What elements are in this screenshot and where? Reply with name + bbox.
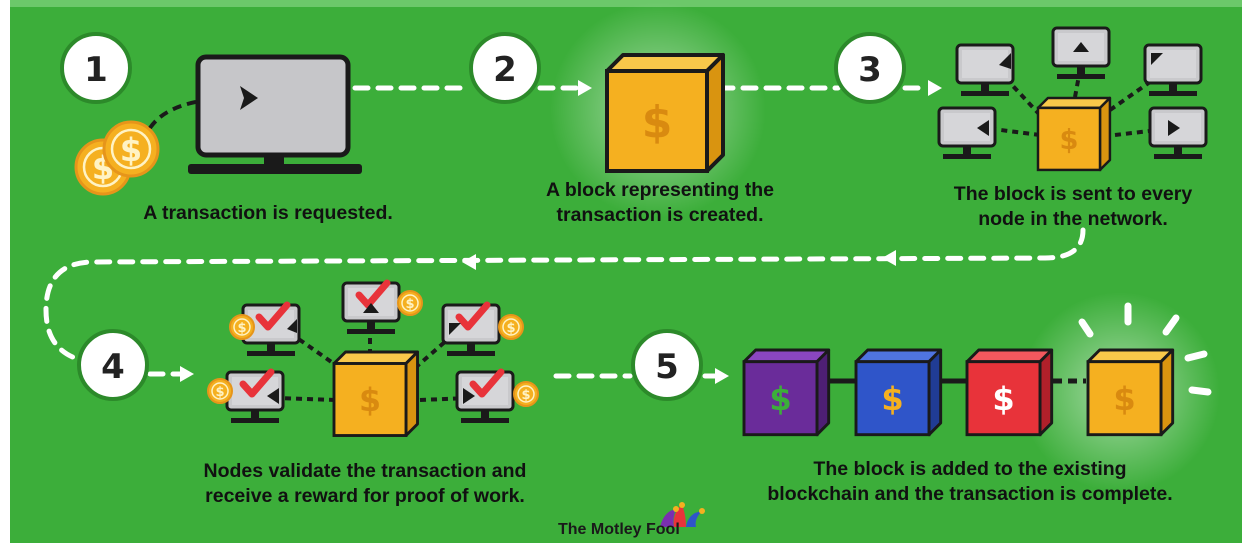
coins-icon [513, 381, 539, 407]
block-icon: $ [854, 348, 943, 437]
svg-text:$: $ [881, 380, 903, 418]
validator-node-icon [441, 305, 501, 358]
svg-text:$: $ [1060, 125, 1079, 156]
validator-node-icon [341, 283, 401, 336]
block-icon: $ [742, 348, 831, 437]
validator-node-icon [241, 305, 301, 358]
step-badge-2: 2 [469, 32, 541, 104]
network-node-icon [1051, 26, 1111, 81]
coins-icon [397, 290, 423, 316]
coins-icon [229, 314, 255, 340]
block-icon: $ [332, 350, 419, 437]
coins-icon [207, 378, 233, 404]
block-icon: $ [965, 348, 1054, 437]
block-icon: $ [605, 53, 725, 173]
step-number-4: 4 [101, 347, 125, 387]
step-badge-4: 4 [77, 329, 149, 401]
svg-text:$: $ [769, 380, 791, 418]
sparkle-rays [1078, 302, 1212, 396]
block-icon: $ [1036, 96, 1112, 172]
svg-text:$: $ [642, 97, 673, 148]
step-badge-5: 5 [631, 329, 703, 401]
svg-text:$: $ [359, 383, 381, 419]
coins-icon: $ $ [74, 120, 160, 196]
network-node-icon [955, 43, 1015, 98]
network-node-icon [1148, 106, 1208, 161]
step-2-caption: A block representing the transaction is … [546, 179, 774, 226]
network-node-icon [937, 106, 997, 161]
step-badge-1: 1 [60, 32, 132, 104]
network-node-icon [1143, 43, 1203, 98]
validator-node-icon [455, 372, 515, 425]
transfer-path [148, 96, 241, 130]
coins-icon [498, 314, 524, 340]
step-badge-3: 3 [834, 32, 906, 104]
svg-text:$: $ [992, 380, 1014, 418]
jester-hat-icon [660, 502, 705, 527]
step-4-caption: Nodes validate the transaction and recei… [203, 460, 527, 507]
step-number-3: 3 [858, 50, 882, 90]
step-number-2: 2 [493, 50, 517, 90]
monitor-icon [188, 54, 362, 174]
step-number-5: 5 [655, 347, 679, 387]
step-3-caption: The block is sent to every node in the n… [953, 183, 1193, 230]
validator-node-icon [225, 372, 285, 425]
top-border [10, 0, 1242, 7]
step-number-1: 1 [84, 50, 108, 90]
block-icon: $ [1086, 348, 1175, 437]
step-1-caption: A transaction is requested. [143, 202, 393, 224]
step-5-caption: The block is added to the existing block… [767, 458, 1173, 505]
brand-logo-text: The Motley Fool [558, 521, 680, 538]
svg-text:$: $ [1113, 380, 1135, 418]
svg-text:$: $ [120, 131, 142, 169]
